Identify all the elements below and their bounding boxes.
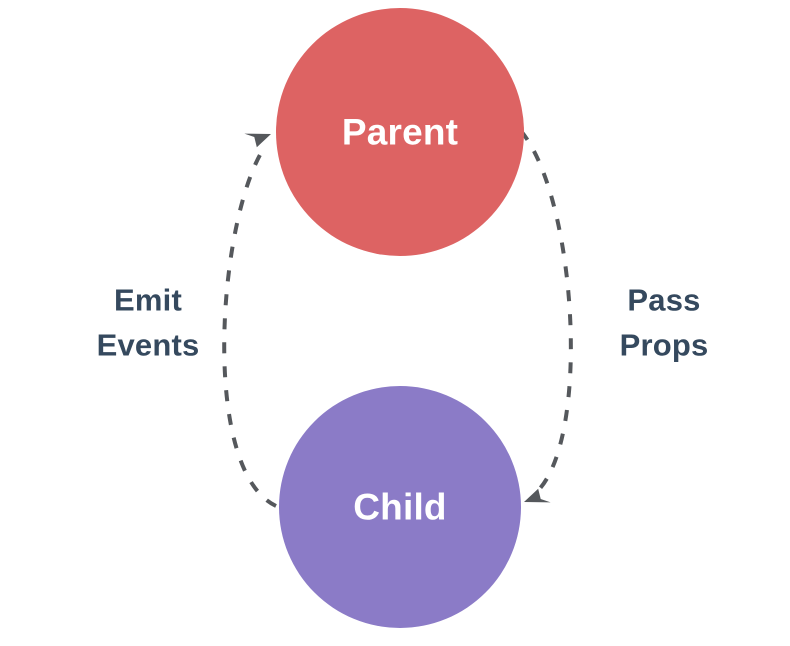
edge-pass-props [519, 129, 573, 503]
parent-label: Parent [342, 112, 458, 153]
parent-circle[interactable] [276, 8, 524, 256]
child-label: Child [353, 487, 446, 528]
child-circle[interactable] [279, 386, 521, 628]
emit-events-arrowhead [244, 133, 271, 148]
edge-label-emit-events: Emit Events [97, 283, 200, 363]
emit-events-dashed-curve [222, 146, 277, 508]
pass-props-label-line-2: Props [620, 328, 709, 363]
emit-events-label-line-2: Events [97, 328, 200, 363]
pass-props-arrowhead [524, 488, 551, 503]
edge-label-pass-props: Pass Props [620, 283, 709, 363]
pass-props-dashed-curve [519, 129, 573, 498]
emit-events-label-line-1: Emit [114, 283, 182, 318]
pass-props-label-line-1: Pass [627, 283, 700, 318]
edge-emit-events [222, 133, 277, 508]
node-child[interactable]: Child [279, 386, 521, 628]
node-parent[interactable]: Parent [276, 8, 524, 256]
